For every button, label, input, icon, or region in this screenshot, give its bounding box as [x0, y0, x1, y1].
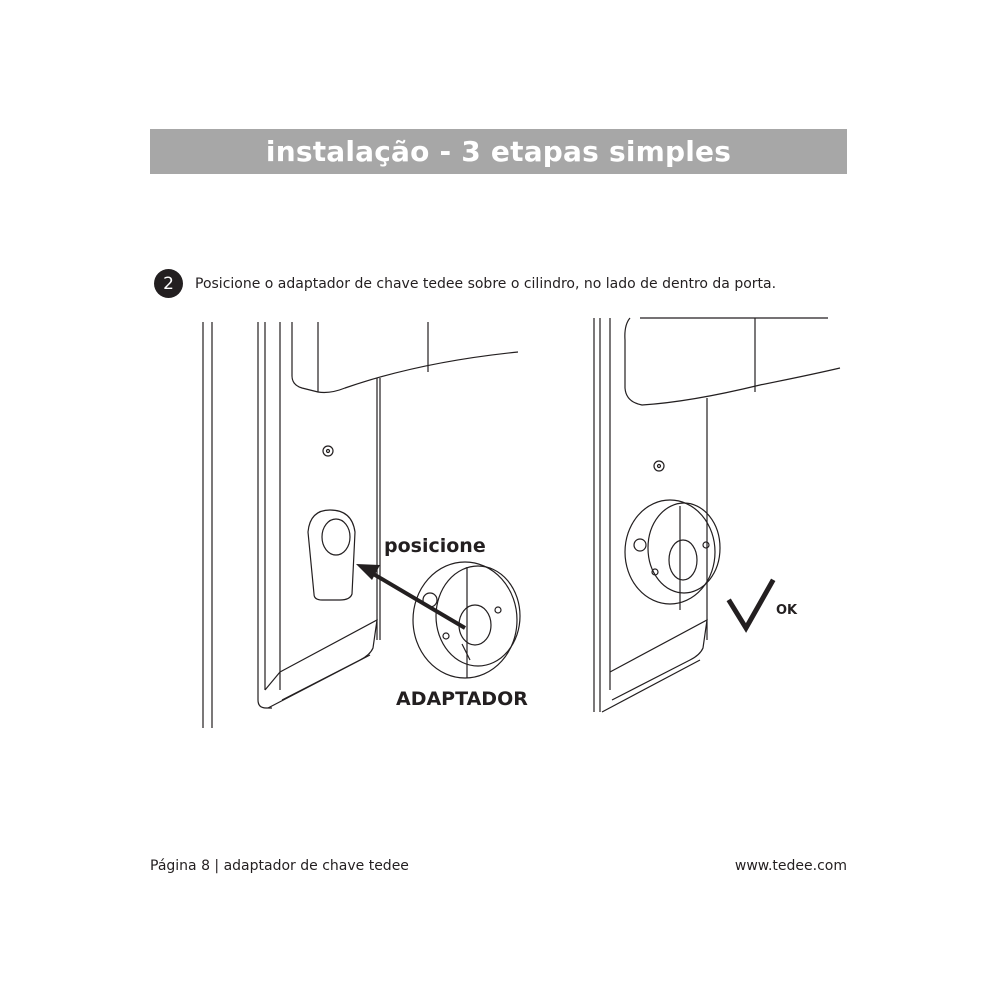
step-instruction: 2 Posicione o adaptador de chave tedee s…: [154, 269, 776, 298]
adapter-ring-illustration: [412, 561, 521, 679]
footer-page-info: Página 8 | adaptador de chave tedee: [150, 858, 409, 874]
installation-illustration: [202, 317, 841, 728]
footer-website-link[interactable]: www.tedee.com: [734, 858, 847, 874]
left-door-illustration: [202, 322, 519, 728]
step-text: Posicione o adaptador de chave tedee sob…: [195, 275, 777, 292]
ok-label: OK: [776, 603, 798, 618]
section-header: instalação - 3 etapas simples: [150, 129, 847, 174]
page-title: instalação - 3 etapas simples: [265, 135, 732, 168]
arrow-label: posicione: [384, 535, 486, 557]
step-number-badge: 2: [154, 269, 183, 298]
arrow-icon: [356, 564, 467, 630]
checkmark-icon: [726, 578, 776, 633]
right-door-illustration: [593, 317, 841, 713]
adapter-label: ADAPTADOR: [396, 688, 528, 710]
